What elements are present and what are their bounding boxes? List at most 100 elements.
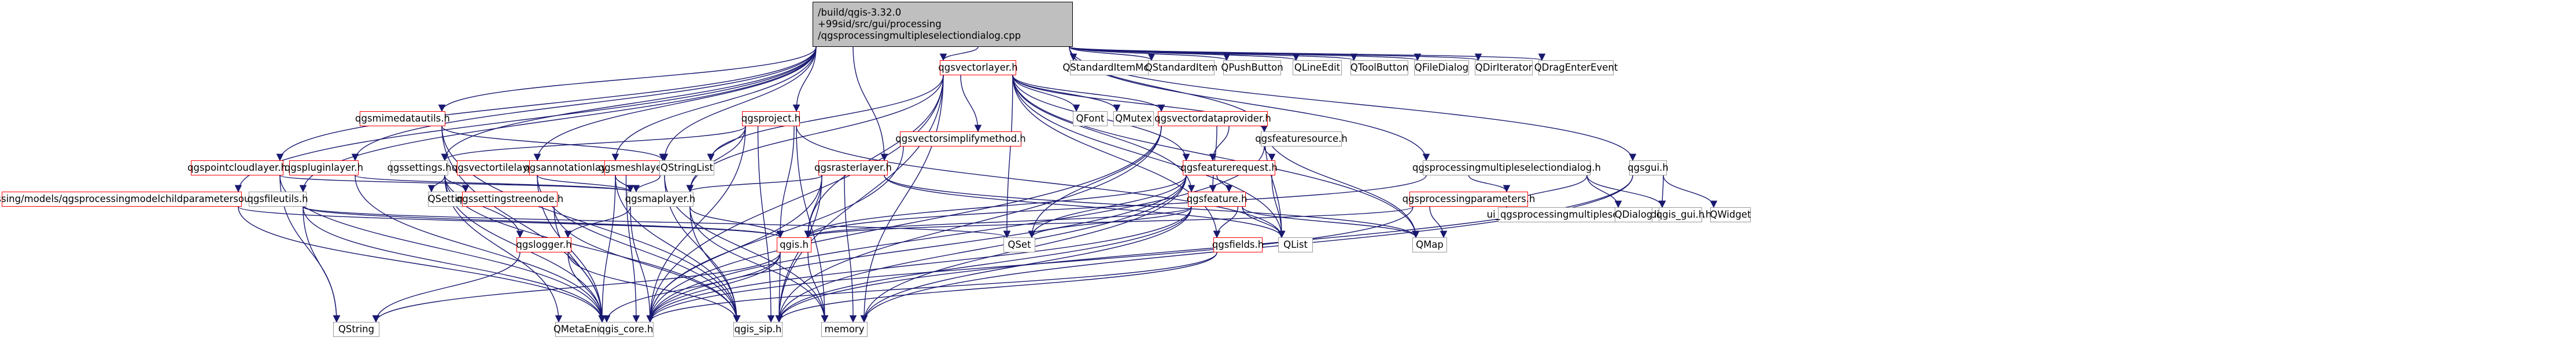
edge-qgsmaplayer-to-memory: [689, 206, 829, 323]
edge-qgslogger-to-qgis_sip: [567, 252, 741, 323]
graph-node-childparametersource[interactable]: processing/models/qgsprocessingmodelchil…: [0, 192, 274, 207]
graph-node-qgsfeaturesource[interactable]: qgsfeaturesource.h: [1255, 131, 1348, 146]
graph-node-qlist[interactable]: QList: [1278, 237, 1313, 252]
graph-node-qtoolbutton[interactable]: QToolButton: [1350, 60, 1408, 75]
graph-node-qgsgui[interactable]: qgsgui.h: [1627, 160, 1669, 175]
edge-qgsvectordataprovider-to-qgsfeature: [1209, 126, 1217, 193]
edge-qgsrasterlayer-to-qgis: [804, 175, 822, 239]
graph-node-qgsvectorsimplifymethod[interactable]: qgsvectorsimplifymethod.h: [895, 131, 1026, 146]
edge-qgssettingstreenode-to-qgis_sip: [553, 206, 741, 323]
edge-qgsrasterlayer-to-QList: [884, 175, 1286, 239]
edge-qgsproject-to-QStringList: [707, 126, 746, 162]
edge-qgsvectorlayer-to-QFont: [1012, 75, 1080, 112]
graph-node-root-file[interactable]: /build/qgis-3.32.0 +99sid/src/gui/proces…: [813, 2, 1073, 47]
edge-qgsfeaturerequest-to-qgis_sip: [775, 175, 1187, 323]
graph-node-qgsfields[interactable]: qgsfields.h: [1212, 237, 1264, 252]
graph-node-qfiledialog[interactable]: QFileDialog: [1414, 60, 1469, 75]
graph-node-qgslogger[interactable]: qgslogger.h: [516, 237, 572, 252]
graph-node-qstring[interactable]: QString: [333, 322, 379, 337]
edge-qgslogger-to-qgis_core: [567, 252, 606, 323]
graph-node-qgspluginlayer[interactable]: qgspluginlayer.h: [285, 160, 363, 175]
graph-node-qgsannotationlayer[interactable]: qgsannotationlayer.h: [523, 160, 625, 175]
graph-node-qpushbutton[interactable]: QPushButton: [1221, 60, 1283, 75]
edge-qgsfileutils-to-qgis_core: [302, 206, 606, 323]
graph-node-memory[interactable]: memory: [821, 322, 868, 337]
graph-node-qgsprocessingparameters[interactable]: qgsprocessingparameters.h: [1403, 192, 1535, 207]
edge-root-to-qgsannotationlayer: [611, 46, 817, 162]
edge-root-to-QDirIterator: [1069, 46, 1482, 61]
edge-root-to-qgsmeshlayer: [660, 46, 817, 162]
edge-qgsfeature-to-qgis_sip: [775, 206, 1192, 323]
edge-qgsfeature-to-qgis_core: [646, 206, 1192, 323]
graph-node-qgis-gui[interactable]: qgis_gui.h: [1656, 207, 1704, 222]
graph-node-qgsprocessingmultipleselectiondialog[interactable]: qgsprocessingmultipleselectiondialog.h: [1412, 160, 1601, 175]
edge-qgsfeature-to-QMap: [1242, 206, 1420, 239]
edge-qgspluginlayer-to-qgsmaplayer: [355, 175, 634, 193]
graph-node-qgsrasterlayer[interactable]: qgsrasterlayer.h: [814, 160, 892, 175]
edge-root-to-qgsvectortilelayer: [533, 46, 817, 162]
graph-node-qgssettingstreenode[interactable]: qgssettingstreenode.h: [456, 192, 563, 207]
edge-qgis-to-qgis_sip: [775, 252, 783, 323]
graph-node-qmap[interactable]: QMap: [1412, 237, 1447, 252]
graph-node-qgis-sip[interactable]: qgis_sip.h: [733, 322, 783, 337]
graph-node-qlineedit[interactable]: QLineEdit: [1293, 60, 1342, 75]
graph-node-qstandarditemmodel[interactable]: QStandardItemModel: [1062, 60, 1164, 75]
edge-qgsmeshlayer-to-qgsmaplayer: [632, 175, 661, 193]
graph-node-qset[interactable]: QSet: [1003, 237, 1035, 252]
graph-node-qgsmeshlayer[interactable]: qgsmeshlayer.h: [599, 160, 674, 175]
graph-node-qgsmimedatautils[interactable]: qgsmimedatautils.h: [355, 111, 450, 126]
graph-node-qdialog[interactable]: QDialog: [1615, 207, 1652, 222]
graph-node-qmutex[interactable]: QMutex: [1113, 111, 1154, 126]
edge-qgsannotationlayer-to-qgis_sip: [615, 175, 741, 323]
edge-qgsrasterlayer-to-memory: [844, 175, 857, 323]
edge-qgsproject-to-qgis_sip: [757, 126, 775, 323]
edge-root-to-QDragEnterEvent: [1069, 46, 1545, 61]
graph-node-qgis[interactable]: qgis.h: [777, 237, 811, 252]
graph-node-qstringlist[interactable]: QStringList: [659, 160, 714, 175]
root-path-line-2: +99sid/src/gui/processing: [818, 19, 942, 30]
graph-node-qgspointcloudlayer[interactable]: qgspointcloudlayer.h: [187, 160, 287, 175]
edge-qgsfeaturesource-to-qgis_core: [646, 146, 1265, 323]
edge-qgsrasterlayer-to-qgsmaplayer: [686, 175, 822, 193]
edge-qgsfeaturerequest-to-qgsfeature: [1216, 175, 1233, 193]
edge-qgsmaplayer-to-qgis_sip: [689, 206, 741, 323]
edge-root-to-qgsmimedatautils: [438, 46, 817, 112]
graph-node-qwidget[interactable]: QWidget: [1710, 207, 1751, 222]
edge-qgsvectorlayer-to-QSet: [1003, 75, 1013, 239]
graph-node-qgsvectorlayer[interactable]: qgsvectorlayer.h: [938, 60, 1018, 75]
edge-qgsfields-to-qgis_sip: [775, 252, 1217, 323]
edge-qgsmimedatautils-to-QStringList: [441, 126, 667, 162]
graph-node-qgsmaplayer[interactable]: qgsmaplayer.h: [625, 192, 695, 207]
edge-qgsvectorlayer-to-QStringList: [707, 75, 944, 162]
edge-qgssettings-to-qgssettingstreenode: [444, 175, 470, 193]
graph-node-qgsproject[interactable]: qgsproject.h: [741, 111, 800, 126]
edge-qgsmaplayer-to-qgslogger: [564, 206, 631, 239]
edge-qgsgui-to-qgis_gui: [1658, 175, 1666, 208]
edge-qgsvectorlayer-to-qgis: [804, 75, 944, 239]
edge-qgsvectordataprovider-to-QSet: [1028, 126, 1162, 239]
graph-node-qgsvectortilelayer[interactable]: qgsvectortilelayer.h: [452, 160, 546, 175]
edge-qgsproject-to-memory: [796, 126, 829, 323]
graph-node-qdiriterator[interactable]: QDirIterator: [1475, 60, 1533, 75]
edge-qgsvectorlayer-to-qgsfields: [1012, 75, 1221, 239]
edge-root-to-qgssettings: [441, 46, 817, 162]
graph-node-qmetaenum[interactable]: QMetaEnum: [553, 322, 612, 337]
graph-node-qgsfeaturerequest[interactable]: qgsfeaturerequest.h: [1180, 160, 1278, 175]
edge-qgsprocessingparameters-to-qgis_core: [646, 206, 1414, 323]
edge-qgsfileutils-to-qgis: [302, 206, 784, 239]
edge-root-to-qgsrasterlayer: [852, 46, 888, 162]
graph-node-qgsfeature[interactable]: qgsfeature.h: [1187, 192, 1247, 207]
graph-node-qgis-core[interactable]: qgis_core.h: [599, 322, 654, 337]
graph-node-qfont[interactable]: QFont: [1073, 111, 1108, 126]
graph-node-qgsfileutils[interactable]: qgsfileutils.h: [247, 192, 308, 207]
edge-qgis-to-memory: [807, 252, 829, 323]
graph-node-qdragenterevent[interactable]: QDragEnterEvent: [1534, 60, 1618, 75]
edge-qgsmaplayer-to-qgis: [689, 206, 784, 239]
graph-node-qstandarditem[interactable]: QStandardItem: [1145, 60, 1217, 75]
graph-node-qgsvectordataprovider[interactable]: qgsvectordataprovider.h: [1154, 111, 1271, 126]
edge-qgsvectordataprovider-to-qgis_sip: [775, 126, 1162, 323]
graph-node-qgssettings[interactable]: qgssettings.h: [387, 160, 452, 175]
edge-qgsfeaturerequest-to-QList: [1271, 175, 1286, 239]
edge-qgsrasterlayer-to-qgis_core: [646, 175, 822, 323]
edge-qgsrasterlayer-to-QMap: [884, 175, 1420, 239]
